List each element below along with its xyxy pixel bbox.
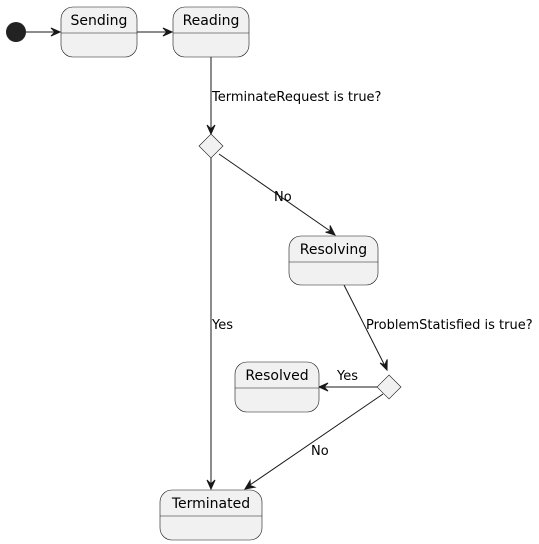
problem-no-label: No: [311, 444, 329, 459]
initial-state: [6, 22, 26, 42]
arrowhead: [206, 124, 216, 136]
state-sending-label: Sending: [71, 13, 128, 29]
choice-problem: [376, 374, 402, 400]
state-resolved: Resolved: [234, 361, 320, 413]
state-resolving-label: Resolving: [300, 242, 367, 258]
arrowhead: [206, 479, 216, 491]
arrowhead: [162, 27, 174, 37]
arrowhead: [379, 359, 388, 372]
arrowhead: [50, 27, 62, 37]
edge-resolving-to-choice: [343, 284, 387, 369]
state-terminated: Terminated: [159, 489, 263, 541]
arrowhead: [325, 225, 336, 236]
state-resolving: Resolving: [288, 235, 379, 286]
state-resolved-label: Resolved: [245, 368, 308, 384]
arrowhead: [243, 478, 257, 490]
state-terminated-label: Terminated: [171, 496, 250, 512]
choice-terminate: [198, 133, 224, 159]
edge-choice-to-resolving: [218, 153, 334, 234]
terminate-no-label: No: [274, 190, 292, 205]
terminate-condition-label: TerminateRequest is true?: [211, 90, 381, 105]
terminate-yes-label: Yes: [211, 318, 233, 333]
arrowhead: [317, 382, 329, 392]
edge-choice-to-terminated-no: [246, 393, 384, 488]
state-sending: Sending: [60, 6, 138, 58]
problem-condition-label: ProblemStatisfied is true?: [366, 318, 533, 333]
state-reading: Reading: [172, 6, 250, 58]
problem-yes-label: Yes: [336, 369, 358, 384]
state-reading-label: Reading: [183, 13, 240, 29]
